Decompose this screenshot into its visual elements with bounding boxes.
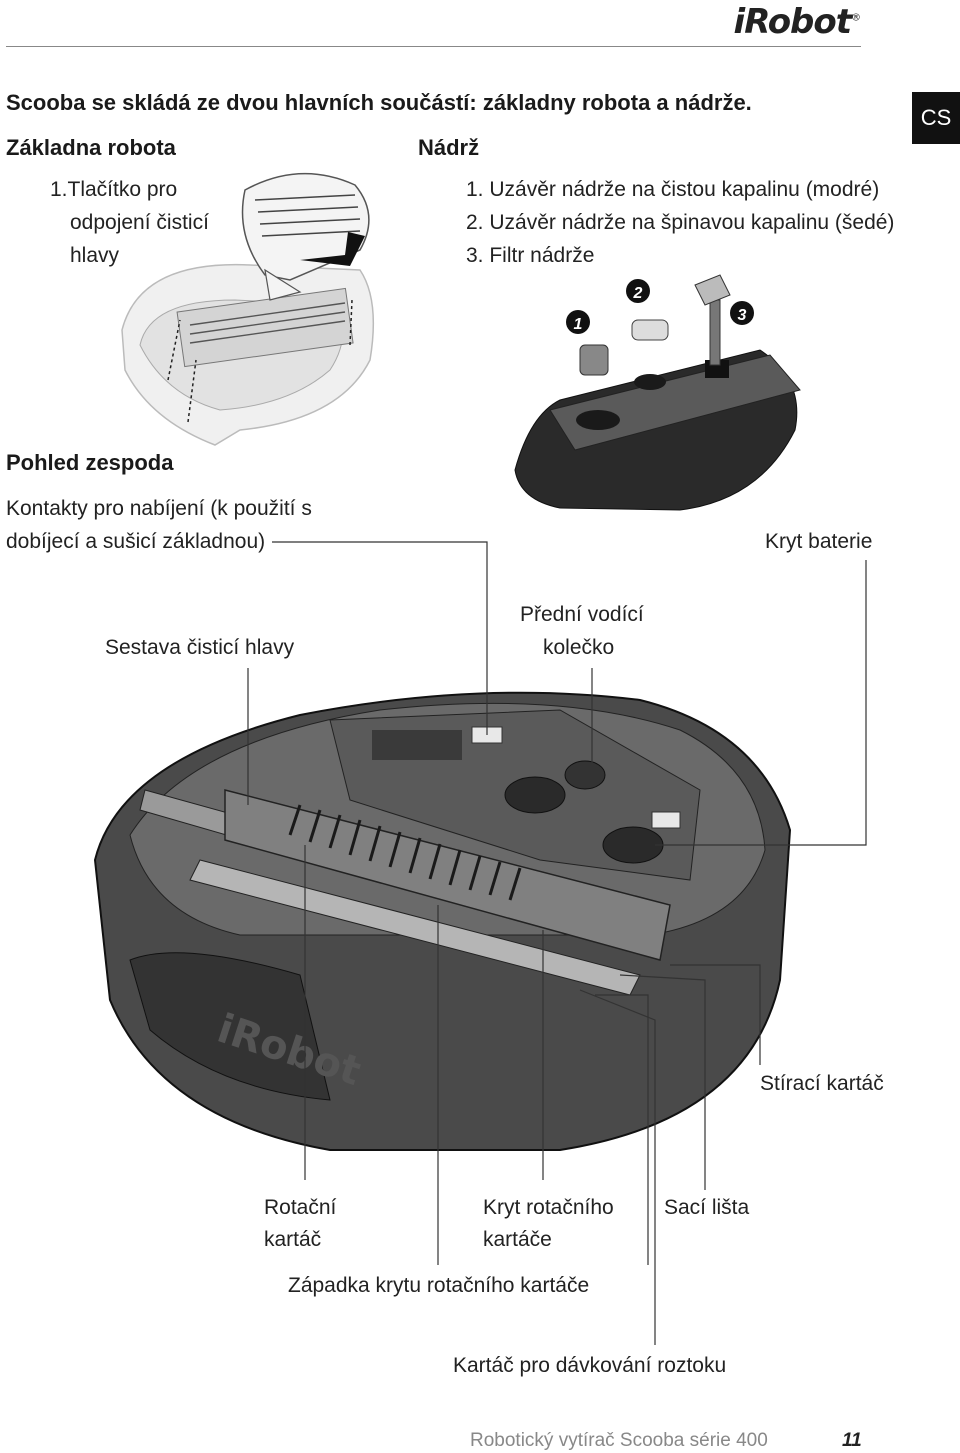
tank-callout-3: 3 <box>730 301 754 325</box>
tank-callout-2: 2 <box>626 279 650 303</box>
irobot-logo: iRobot® <box>733 2 861 42</box>
label-contacts-line-1: Kontakty pro nabíjení (k použití s <box>6 497 312 520</box>
label-cleaning-head: Sestava čisticí hlavy <box>105 636 295 659</box>
leader-lines <box>247 541 867 1345</box>
label-brush-cover-line-1: Kryt rotačního <box>483 1196 614 1219</box>
label-front-wheel-line-2: kolečko <box>543 636 615 659</box>
underside-robot-illustration: iRobot <box>93 691 792 1151</box>
label-contacts-line-2: dobíjecí a sušicí základnou) <box>6 530 266 553</box>
label-battery-cover: Kryt baterie <box>765 530 873 553</box>
underside-title: Pohled zespoda <box>6 450 174 475</box>
intro-heading: Scooba se skládá ze dvou hlavních součás… <box>6 90 752 115</box>
label-brush-line-1: Rotační <box>264 1196 337 1219</box>
tank-item-2: 2. Uzávěr nádrže na špinavou kapalinu (š… <box>466 211 895 234</box>
header-divider <box>6 46 861 47</box>
label-solution-dispenser: Kartáč pro dávkování roztoku <box>453 1354 727 1377</box>
base-item-1-line-2: odpojení čisticí <box>70 211 209 234</box>
footer-title: Robotický vytírač Scooba série 400 <box>470 1430 768 1451</box>
tank-item-3: 3. Filtr nádrže <box>466 244 595 267</box>
label-squeegee: Stírací kartáč <box>760 1072 884 1095</box>
tank-title: Nádrž <box>418 135 480 160</box>
label-brush-cover-line-2: kartáče <box>483 1228 552 1251</box>
tank-illustration: 1 2 3 <box>514 274 801 511</box>
svg-text:1: 1 <box>574 316 583 333</box>
base-robot-illustration <box>121 172 375 446</box>
page-number: 11 <box>842 1430 862 1451</box>
label-vacuum-channel: Sací lišta <box>664 1196 750 1219</box>
base-title: Základna robota <box>6 135 176 160</box>
svg-text:2: 2 <box>633 285 643 302</box>
label-brush-cover-latch: Západka krytu rotačního kartáče <box>288 1274 590 1297</box>
svg-text:3: 3 <box>738 307 747 324</box>
base-item-1-line-1: 1.Tlačítko pro <box>50 178 178 201</box>
tank-item-1: 1. Uzávěr nádrže na čistou kapalinu (mod… <box>466 178 880 201</box>
base-item-1-line-3: hlavy <box>70 244 120 267</box>
label-brush-line-2: kartáč <box>264 1228 322 1251</box>
language-tab: CS <box>912 92 960 144</box>
tank-callout-1: 1 <box>566 310 590 334</box>
label-front-wheel-line-1: Přední vodící <box>520 603 644 626</box>
